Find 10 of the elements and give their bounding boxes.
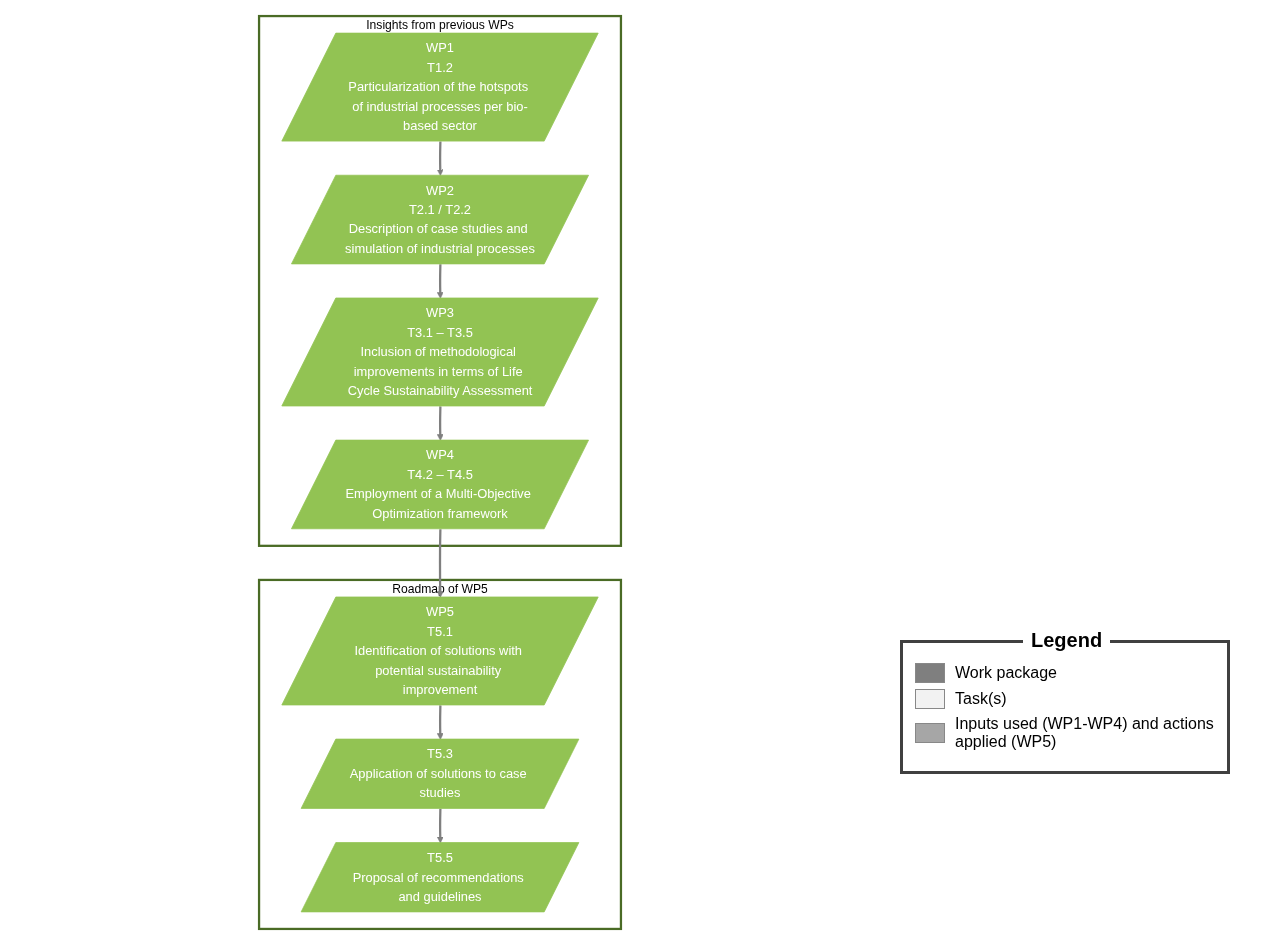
arrow <box>436 808 444 844</box>
arrow <box>436 141 444 176</box>
legend-title: Legend <box>1023 629 1111 652</box>
legend-text: Task(s) <box>955 690 1007 708</box>
arrow <box>436 529 444 598</box>
arrow <box>436 406 444 441</box>
legend-text: Work package <box>955 664 1057 682</box>
arrow <box>436 705 444 740</box>
arrow <box>436 264 444 299</box>
legend-text: Inputs used (WP1-WP4) and actions applied (WP5) <box>955 715 1215 751</box>
